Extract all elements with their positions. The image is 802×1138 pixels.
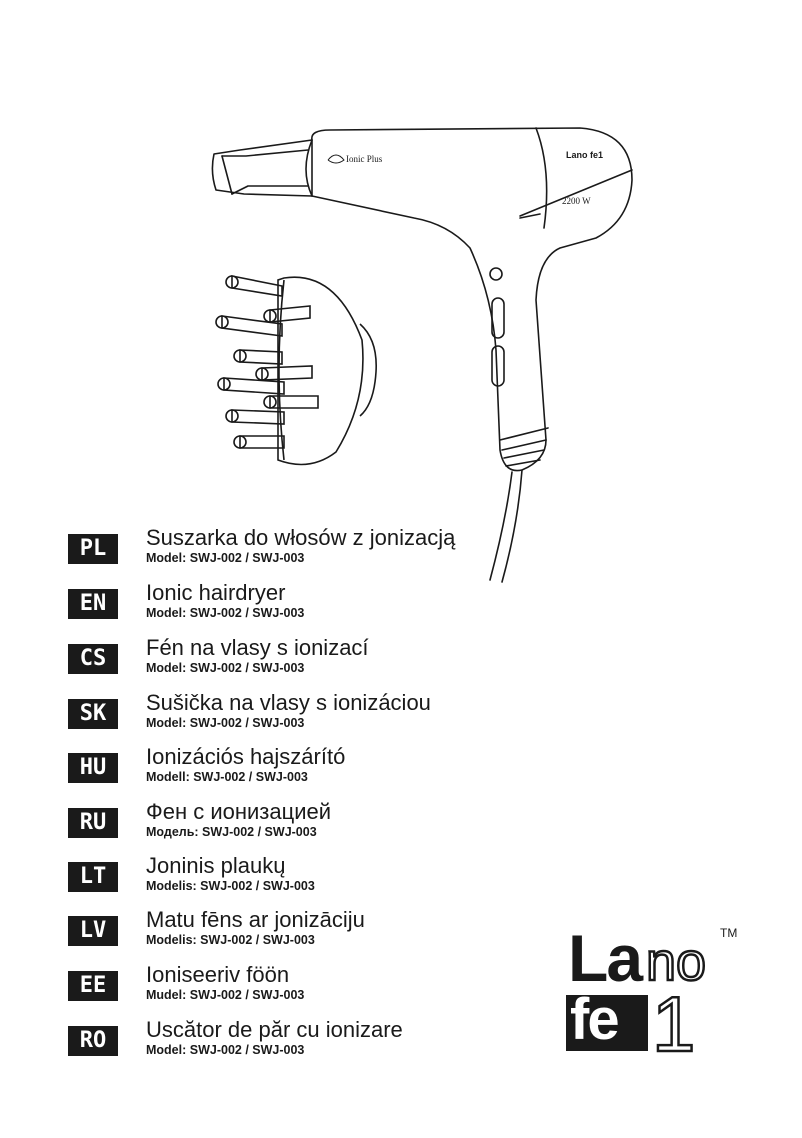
product-title: Ioniseeriv föön (146, 962, 290, 987)
device-ionic-label: Ionic Plus (346, 154, 383, 164)
device-power-label: 2200 W (562, 196, 591, 206)
product-title: Ionic hairdryer (146, 580, 286, 605)
product-title: Suszarka do włosów z jonizacją (146, 525, 456, 550)
logo-fe-block (566, 995, 648, 1051)
language-code-badge: CS (68, 644, 118, 674)
language-row-cs: CS Fén na vlasy s ionizací Model: SWJ-00… (68, 636, 538, 680)
language-code-badge: LV (68, 916, 118, 946)
language-code-badge: SK (68, 699, 118, 729)
product-title: Uscător de păr cu ionizare (146, 1017, 403, 1042)
product-title: Matu fēns ar jonizāciju (146, 907, 365, 932)
logo-text-one: 1 (651, 980, 697, 1068)
diffuser-outline (215, 275, 377, 466)
product-title: Ionizációs hajszárító (146, 744, 346, 769)
language-row-en: EN Ionic hairdryer Model: SWJ-002 / SWJ-… (68, 581, 538, 625)
language-row-pl: PL Suszarka do włosów z jonizacją Model:… (68, 526, 538, 570)
device-brand-label: Lano fe1 (566, 150, 603, 160)
language-code-badge: RU (68, 808, 118, 838)
nozzle-outline (211, 139, 313, 197)
body-outline (311, 127, 633, 472)
logo-text-la: La (568, 921, 643, 995)
language-code-badge: EN (68, 589, 118, 619)
diffuser-prongs (215, 275, 319, 449)
language-row-hu: HU Ionizációs hajszárító Modell: SWJ-002… (68, 745, 538, 789)
hairdryer-illustration: Ionic Plus 2200 W Lano fe1 (211, 127, 633, 583)
model-number: Model: SWJ-002 / SWJ-003 (146, 1043, 305, 1057)
language-row-ru: RU Фен с ионизацией Модель: SWJ-002 / SW… (68, 800, 538, 844)
language-code-badge: HU (68, 753, 118, 783)
language-row-lt: LT Joninis plaukų Modelis: SWJ-002 / SWJ… (68, 854, 538, 898)
language-code-badge: EE (68, 971, 118, 1001)
language-row-ro: RO Uscător de păr cu ionizare Model: SWJ… (68, 1018, 538, 1062)
model-number: Modell: SWJ-002 / SWJ-003 (146, 770, 308, 784)
product-title: Joninis plaukų (146, 853, 286, 878)
product-title: Fén na vlasy s ionizací (146, 635, 369, 660)
language-code-badge: RO (68, 1026, 118, 1056)
brand-logo: La no TM fe 1 (566, 921, 738, 1064)
model-number: Model: SWJ-002 / SWJ-003 (146, 661, 305, 675)
product-title: Sušička na vlasy s ionizáciou (146, 690, 431, 715)
trademark-mark: TM (720, 926, 738, 940)
model-number: Mudel: SWJ-002 / SWJ-003 (146, 988, 305, 1002)
ionic-wave-icon (327, 154, 345, 164)
product-title: Фен с ионизацией (146, 799, 332, 824)
language-row-sk: SK Sušička na vlasy s ionizáciou Model: … (68, 691, 538, 735)
model-number: Model: SWJ-002 / SWJ-003 (146, 606, 305, 620)
model-number: Модель: SWJ-002 / SWJ-003 (146, 825, 317, 839)
model-number: Modelis: SWJ-002 / SWJ-003 (146, 879, 315, 893)
language-code-badge: PL (68, 534, 118, 564)
logo-text-no: no (645, 932, 708, 992)
model-number: Modelis: SWJ-002 / SWJ-003 (146, 933, 315, 947)
language-row-ee: EE Ioniseeriv föön Mudel: SWJ-002 / SWJ-… (68, 963, 538, 1007)
language-code-badge: LT (68, 862, 118, 892)
model-number: Model: SWJ-002 / SWJ-003 (146, 716, 305, 730)
model-number: Model: SWJ-002 / SWJ-003 (146, 551, 305, 565)
logo-text-fe: fe (570, 987, 620, 1052)
language-row-lv: LV Matu fēns ar jonizāciju Modelis: SWJ-… (68, 908, 538, 952)
